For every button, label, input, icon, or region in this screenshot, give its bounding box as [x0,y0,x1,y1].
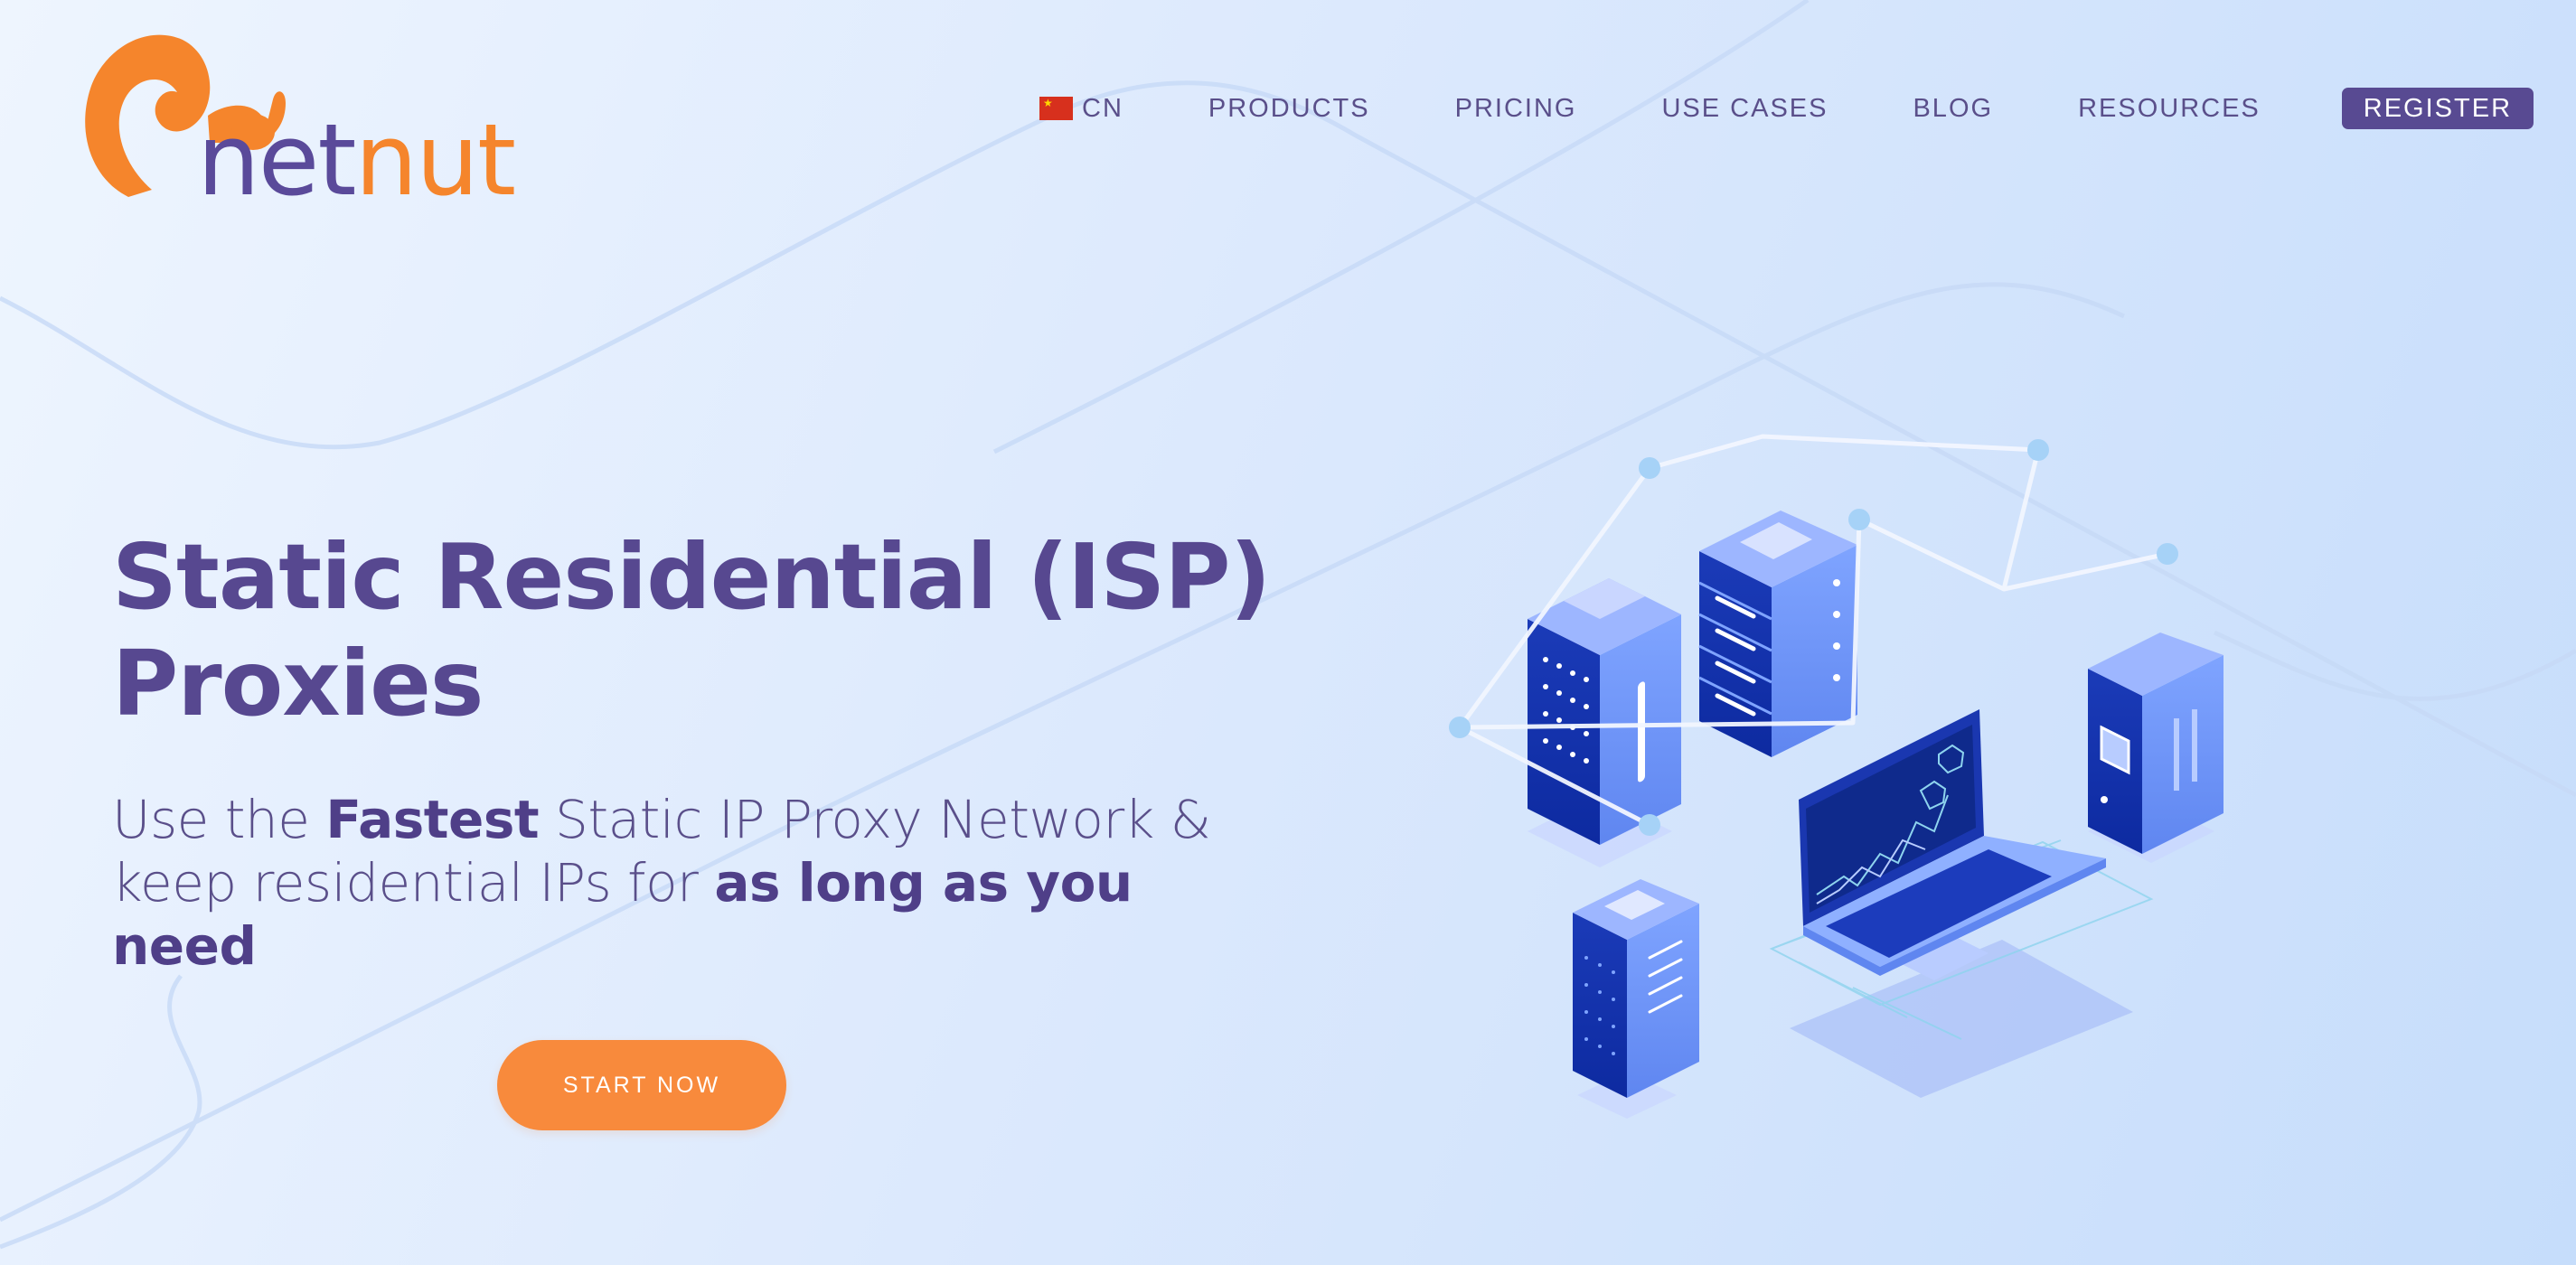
isometric-servers-laptop-network-icon [1449,434,2223,1119]
nav-item-resources[interactable]: RESOURCES [2078,93,2261,123]
stacked-server-middle [1698,511,1857,757]
netnut-logo[interactable]: netnut [72,16,516,210]
logo-wordmark-nut: nut [354,102,517,218]
hero-subtitle-emphasis-fastest: Fastest [325,789,540,850]
laptop [1799,709,2106,980]
rack-server-left [1528,578,1681,845]
language-selector[interactable]: CN [1039,94,1123,124]
squirrel-logo-icon [85,34,286,197]
logo-wordmark: netnut [197,110,516,210]
nav-item-use-cases[interactable]: USE CASES [1661,93,1829,123]
nav-item-pricing[interactable]: PRICING [1454,93,1577,123]
hero-subtitle: Use the Fastest Static IP Proxy Network … [112,788,1224,978]
hero-title-line2: Proxies [112,631,484,736]
start-now-button[interactable]: START NOW [497,1040,786,1130]
small-server-bottom [1573,879,1699,1098]
china-flag-icon [1039,97,1073,120]
language-label: CN [1082,93,1123,123]
nav-item-blog[interactable]: BLOG [1913,93,1994,123]
top-navigation: CN PRODUCTS PRICING USE CASES BLOG RESOU… [1039,87,2534,130]
register-button[interactable]: REGISTER [2341,88,2534,129]
hero-subtitle-text-1: Use the [112,789,326,850]
logo-wordmark-net: net [197,102,357,218]
hero-title: Static Residential (ISP) Proxies [112,524,1287,737]
nav-item-products[interactable]: PRODUCTS [1208,93,1370,123]
hero-subtitle-text-2: Static IP Proxy Network & keep residenti… [112,789,1211,914]
device-right [2088,632,2223,854]
hero-subtitle-emphasis-duration: as long as you need [112,852,1133,977]
hero-title-line1: Static Residential (ISP) [112,524,1271,630]
